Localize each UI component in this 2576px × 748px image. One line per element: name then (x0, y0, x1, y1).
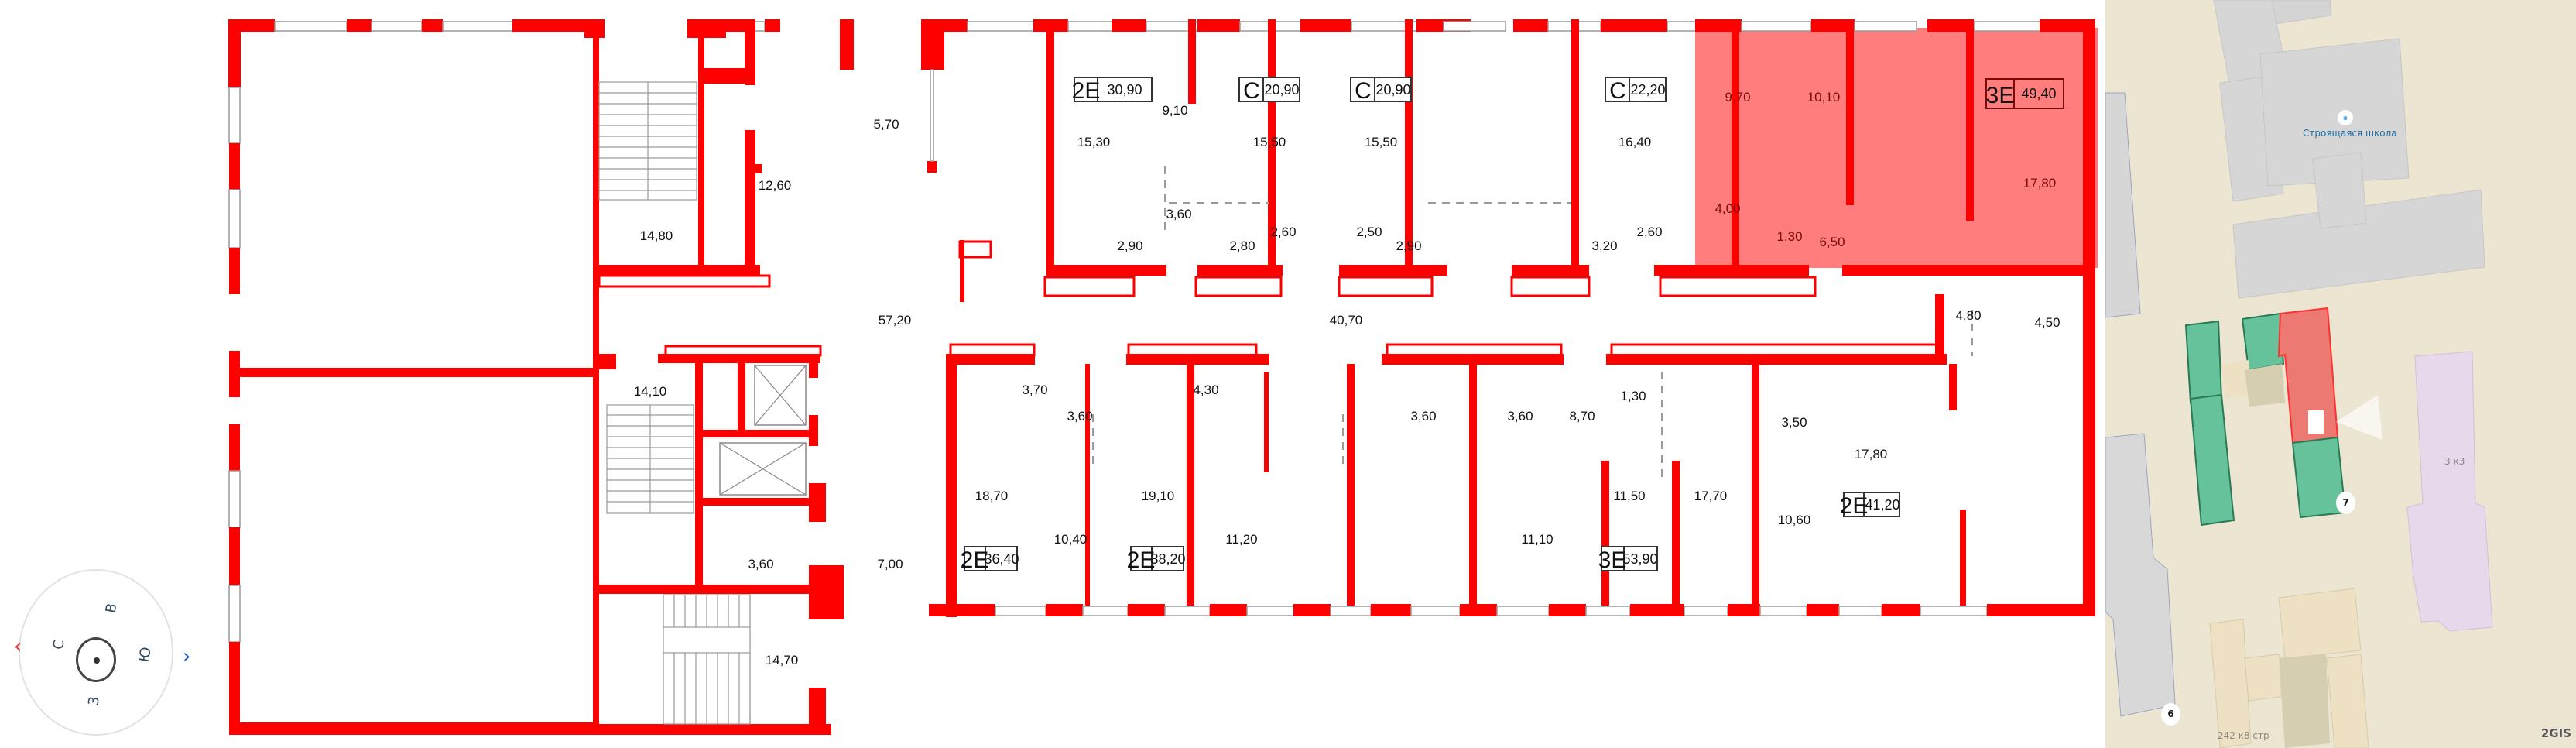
compass-dial-icon (76, 637, 116, 682)
floor-plan-drawing: 3E 49,40 2E 30,90 C 20,90 C 20,90 C 22,2… (228, 19, 2098, 735)
viewpoint-cone (2336, 395, 2382, 440)
apartment-badge-2e-30-90[interactable]: 2E 30,90 (1072, 77, 1153, 104)
room-area: 3,60 (1507, 409, 1533, 424)
room-area: 2,60 (1636, 225, 1662, 239)
room-area: 3,60 (1410, 409, 1436, 424)
room-area: 11,10 (1521, 532, 1553, 547)
apartment-type: 2E (1072, 78, 1101, 104)
room-area: 4,50 (2034, 315, 2060, 330)
room-area: 10,40 (1054, 532, 1088, 547)
room-area: 14,80 (640, 228, 673, 243)
apartment-badge-2e-36-40[interactable]: 2E 36,40 (961, 546, 1019, 573)
apartment-type: C (1355, 78, 1372, 104)
room-area: 9,10 (1162, 103, 1187, 118)
apartment-type: 3E (1598, 547, 1627, 573)
floor-plan: 3E 49,40 2E 30,90 C 20,90 C 20,90 C 22,2… (228, 19, 2098, 735)
building-label-3k3: 3 к3 (2444, 456, 2465, 467)
room-area: 4,80 (1955, 308, 1981, 323)
apartment-badge-3e-53-90[interactable]: 3E 53,90 (1598, 546, 1658, 573)
room-area: 11,20 (1225, 532, 1257, 547)
map-brand-logo: 2GIS (2540, 726, 2571, 740)
apartment-area: 22,20 (1630, 82, 1665, 98)
room-area: 18,70 (975, 489, 1009, 503)
room-area: 4,00 (1714, 201, 1740, 216)
room-area: 2,80 (1229, 238, 1255, 253)
room-area: 17,70 (1694, 489, 1728, 503)
building-number-6[interactable]: 6 (2161, 703, 2180, 726)
room-area: 11,50 (1613, 489, 1645, 503)
selected-apartment-highlight[interactable] (1695, 28, 2098, 268)
apartment-area: 30,90 (1107, 82, 1142, 98)
map-drawing (2105, 0, 2493, 748)
room-area: 8,70 (1569, 409, 1595, 424)
room-area: 6,50 (1819, 235, 1845, 249)
building-label-242k8: 242 к8 стр (2218, 730, 2269, 741)
apartment-type: C (1243, 78, 1260, 104)
room-area: 10,10 (1807, 90, 1841, 105)
apartment-type: C (1609, 78, 1626, 104)
apartment-area: 20,90 (1375, 82, 1410, 98)
apartment-area: 20,90 (1264, 82, 1299, 98)
room-area: 2,90 (1396, 238, 1421, 253)
apartment-type: 2E (961, 547, 989, 573)
building-number-7[interactable]: 7 (2336, 492, 2355, 514)
room-area: 15,50 (1253, 135, 1286, 149)
apartment-badge-c-20-90-b[interactable]: C 20,90 (1350, 77, 1412, 104)
room-area: 14,10 (634, 384, 667, 399)
apartment-type: 2E (1840, 493, 1869, 519)
room-area: 5,70 (873, 117, 899, 132)
room-area: 2,50 (1356, 225, 1382, 239)
apartment-badge-2e-41-20[interactable]: 2E 41,20 (1840, 492, 1900, 519)
room-area: 1,30 (1620, 389, 1646, 403)
outer-walls (228, 19, 2095, 735)
apartment-type: 2E (1127, 547, 1156, 573)
school-poi-icon[interactable]: ● (2338, 110, 2353, 125)
room-area: 9,70 (1725, 90, 1750, 105)
apartment-area: 49,40 (2021, 86, 2056, 101)
school-building[interactable] (2213, 0, 2485, 299)
room-area: 10,60 (1778, 513, 1811, 527)
apartment-type: 3E (1986, 83, 2015, 108)
staircase-top (598, 81, 697, 201)
room-area: 40,70 (1330, 313, 1363, 328)
location-map[interactable]: ● Строящаяся школа 3 к3 242 к8 стр 7 6 2… (2105, 0, 2576, 748)
room-area: 3,70 (1022, 383, 1047, 397)
room-area: 1,30 (1776, 229, 1802, 244)
room-area: 3,60 (1067, 409, 1092, 424)
school-poi-label[interactable]: Строящаяся школа (2303, 128, 2397, 139)
room-area: 7,00 (877, 557, 903, 571)
room-area: 17,80 (1855, 447, 1888, 461)
room-area: 17,80 (2023, 176, 2057, 190)
apartment-badge-c-20-90-a[interactable]: C 20,90 (1238, 77, 1300, 104)
room-area: 12,60 (759, 178, 792, 193)
rotate-left-button[interactable]: ‹ (14, 635, 22, 658)
apartment-area: 53,90 (1622, 551, 1657, 567)
room-area-labels: 14,80 12,60 5,70 57,20 40,70 15,30 9,10 … (634, 90, 2060, 667)
apartment-area: 38,20 (1150, 551, 1185, 567)
room-area: 15,30 (1077, 135, 1111, 149)
room-area: 3,20 (1591, 238, 1617, 253)
room-area: 14,70 (766, 653, 799, 667)
room-area: 19,10 (1142, 489, 1175, 503)
room-area: 3,60 (1166, 207, 1191, 221)
staircase-bottom (663, 594, 751, 725)
room-area: 2,60 (1270, 225, 1296, 239)
rotate-right-button[interactable]: › (183, 645, 191, 668)
room-area: 57,20 (879, 313, 912, 328)
room-area: 16,40 (1619, 135, 1652, 149)
room-area: 4,30 (1193, 383, 1218, 397)
staircase-middle (606, 404, 694, 514)
apartment-area: 36,40 (984, 551, 1019, 567)
apartment-badge-2e-38-20[interactable]: 2E 38,20 (1127, 546, 1186, 573)
compass-south-label: Ю (135, 646, 155, 664)
room-area: 3,60 (748, 557, 773, 571)
compass-widget[interactable]: ‹ › В С Ю З (14, 565, 190, 739)
room-area: 2,90 (1117, 238, 1142, 253)
room-area: 15,50 (1365, 135, 1398, 149)
room-area: 3,50 (1781, 415, 1807, 430)
compass-ring[interactable] (19, 569, 173, 736)
apartment-area: 41,20 (1865, 497, 1899, 513)
apartment-badge-3e-49-40[interactable]: 3E 49,40 (1985, 78, 2064, 109)
apartment-badge-c-22-20[interactable]: C 22,20 (1605, 77, 1667, 104)
